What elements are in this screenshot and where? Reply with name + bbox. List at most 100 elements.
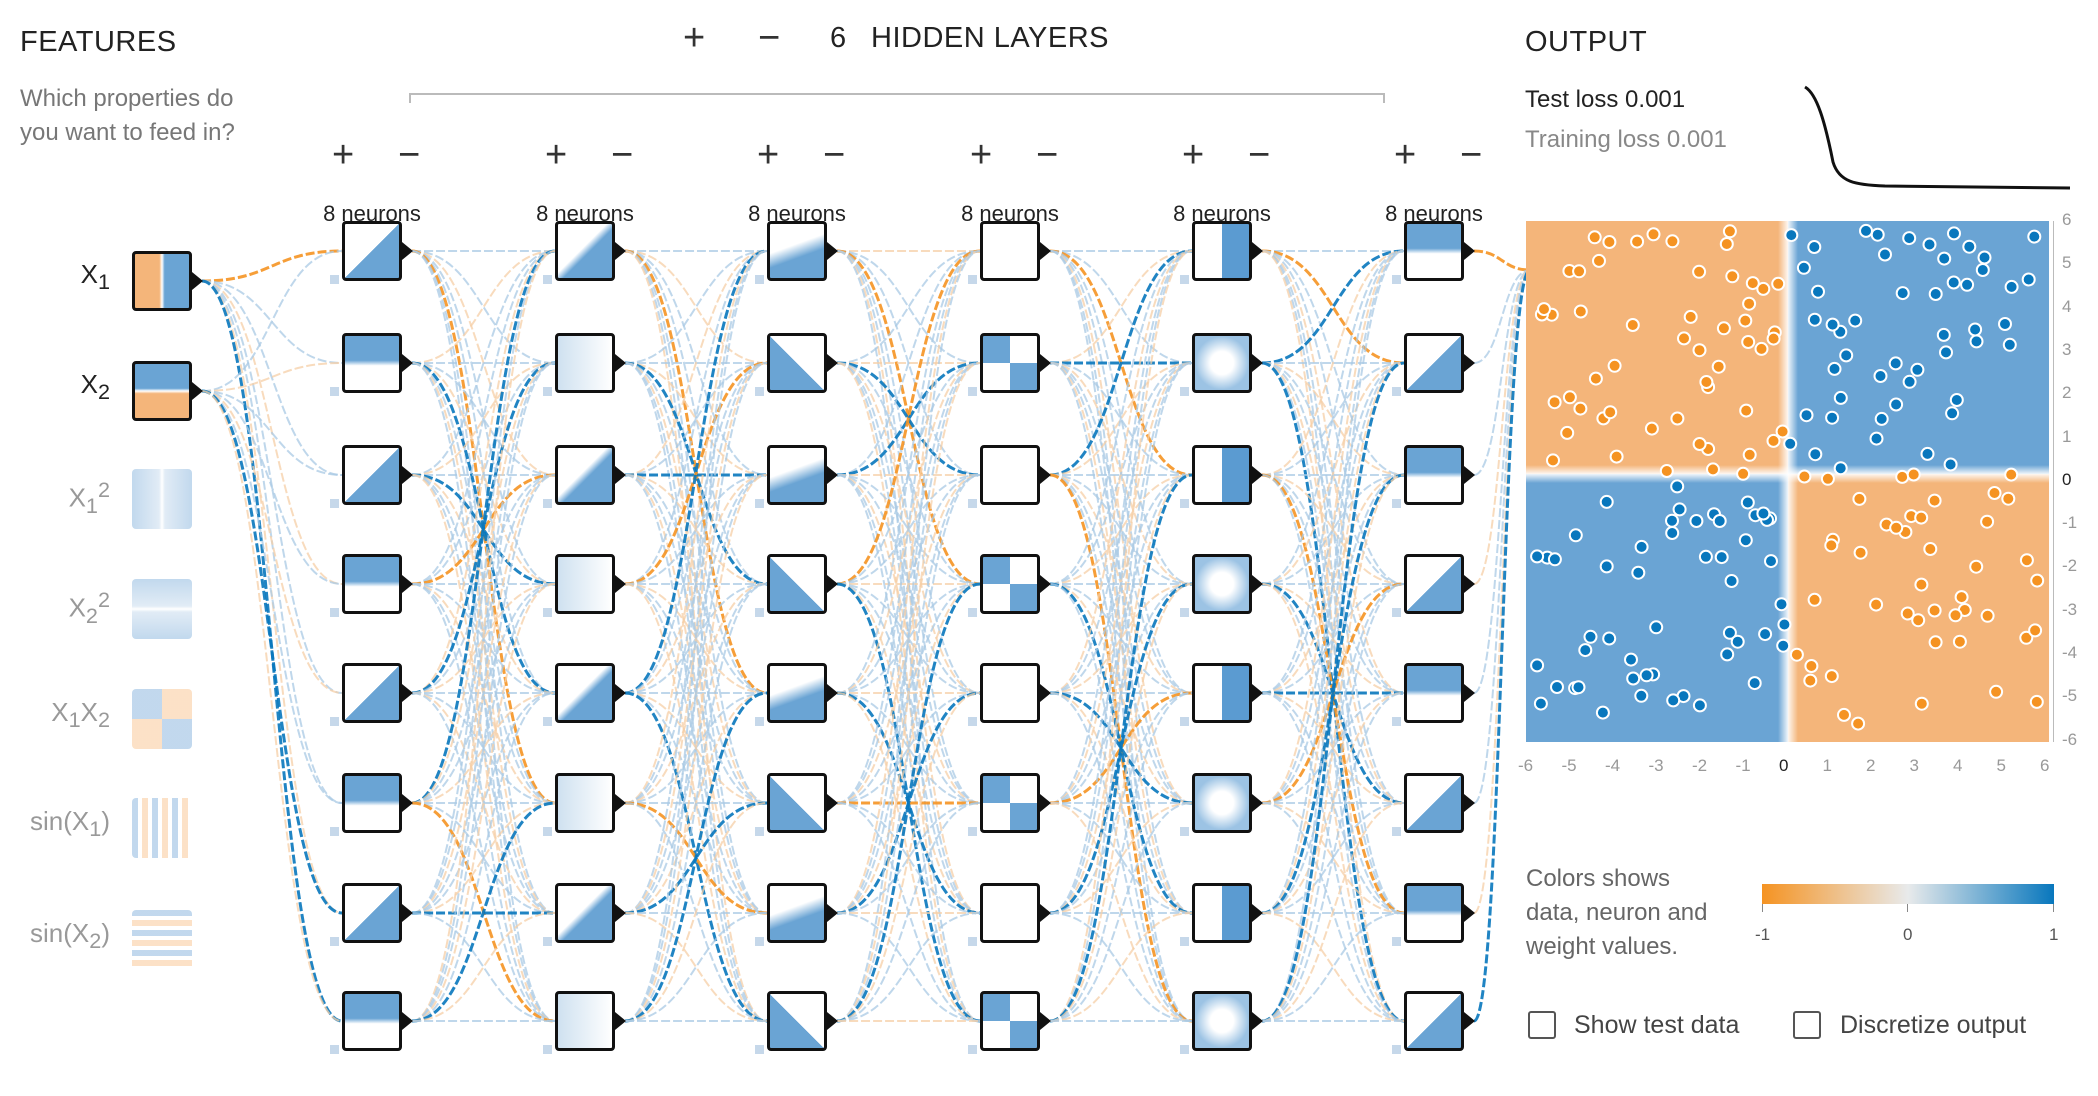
weight-edge[interactable]	[624, 362, 768, 804]
weight-edge[interactable]	[411, 250, 556, 364]
neuron-node[interactable]	[980, 445, 1040, 505]
add-neuron-button[interactable]: +	[757, 134, 780, 176]
neuron-node[interactable]	[1404, 221, 1464, 281]
weight-edge[interactable]	[1261, 802, 1405, 914]
neuron-node[interactable]	[555, 445, 615, 505]
weight-edge[interactable]	[411, 474, 556, 1022]
weight-edge[interactable]	[411, 250, 556, 1022]
weight-edge[interactable]	[1261, 474, 1405, 585]
weight-edge[interactable]	[836, 691, 981, 915]
neuron-node[interactable]	[767, 554, 827, 614]
weight-edge[interactable]	[624, 362, 768, 476]
weight-edge[interactable]	[624, 249, 768, 695]
neuron-node[interactable]	[555, 221, 615, 281]
weight-edge[interactable]	[1261, 250, 1405, 694]
remove-neuron-button[interactable]: −	[398, 134, 421, 176]
weight-edge[interactable]	[624, 250, 768, 364]
add-neuron-button[interactable]: +	[970, 134, 993, 176]
bias-indicator[interactable]	[543, 275, 552, 284]
bias-indicator[interactable]	[330, 1045, 339, 1054]
weight-edge[interactable]	[1261, 583, 1405, 1022]
feature-node[interactable]	[132, 798, 192, 858]
bias-indicator[interactable]	[968, 275, 977, 284]
weight-edge[interactable]	[411, 692, 556, 804]
weight-edge[interactable]	[1261, 362, 1405, 804]
weight-edge[interactable]	[411, 362, 556, 1022]
remove-neuron-button[interactable]: −	[823, 134, 846, 176]
feature-node[interactable]	[132, 361, 192, 421]
weight-edge[interactable]	[201, 280, 343, 914]
weight-edge[interactable]	[1261, 583, 1405, 1022]
weight-edge[interactable]	[1049, 362, 1193, 585]
weight-edge[interactable]	[1049, 802, 1193, 1022]
weight-edge[interactable]	[1049, 912, 1193, 1022]
weight-edge[interactable]	[411, 583, 556, 1022]
weight-edge[interactable]	[836, 250, 981, 476]
neuron-node[interactable]	[1192, 445, 1252, 505]
weight-edge[interactable]	[624, 362, 768, 476]
weight-edge[interactable]	[201, 362, 343, 392]
weight-edge[interactable]	[411, 250, 556, 476]
weight-edge[interactable]	[1261, 250, 1405, 804]
weight-edge[interactable]	[624, 801, 768, 915]
bias-indicator[interactable]	[968, 499, 977, 508]
weight-edge[interactable]	[411, 474, 556, 914]
neuron-node[interactable]	[1192, 663, 1252, 723]
weight-edge[interactable]	[1261, 250, 1405, 1022]
bias-indicator[interactable]	[755, 608, 764, 617]
weight-edge[interactable]	[1261, 583, 1405, 694]
weight-edge[interactable]	[836, 582, 981, 1023]
neuron-node[interactable]	[342, 333, 402, 393]
weight-edge[interactable]	[624, 692, 768, 804]
bias-indicator[interactable]	[968, 717, 977, 726]
bias-indicator[interactable]	[543, 937, 552, 946]
bias-indicator[interactable]	[330, 608, 339, 617]
weight-edge[interactable]	[836, 582, 981, 1023]
weight-edge[interactable]	[201, 280, 343, 694]
weight-edge[interactable]	[1049, 802, 1193, 914]
weight-edge[interactable]	[201, 279, 343, 1023]
weight-edge[interactable]	[1261, 250, 1405, 694]
weight-edge[interactable]	[1473, 269, 1531, 694]
bias-indicator[interactable]	[1392, 499, 1401, 508]
weight-edge[interactable]	[1261, 802, 1405, 914]
neuron-node[interactable]	[767, 773, 827, 833]
weight-edge[interactable]	[624, 250, 768, 364]
weight-edge[interactable]	[836, 474, 981, 585]
weight-edge[interactable]	[624, 250, 768, 914]
weight-edge[interactable]	[1049, 474, 1193, 585]
bias-indicator[interactable]	[755, 499, 764, 508]
weight-edge[interactable]	[624, 250, 768, 585]
weight-edge[interactable]	[411, 583, 556, 694]
weight-edge[interactable]	[624, 250, 768, 1022]
neuron-node[interactable]	[767, 991, 827, 1051]
weight-edge[interactable]	[624, 250, 768, 476]
remove-neuron-button[interactable]: −	[1248, 134, 1271, 176]
neuron-node[interactable]	[767, 333, 827, 393]
weight-edge[interactable]	[1049, 250, 1193, 914]
weight-edge[interactable]	[836, 249, 981, 586]
weight-edge[interactable]	[411, 250, 556, 585]
weight-edge[interactable]	[411, 362, 556, 476]
weight-edge[interactable]	[411, 250, 556, 364]
weight-edge[interactable]	[836, 361, 981, 477]
neuron-node[interactable]	[767, 221, 827, 281]
neuron-node[interactable]	[342, 445, 402, 505]
add-layer-button[interactable]: +	[683, 17, 706, 59]
weight-edge[interactable]	[201, 250, 343, 392]
weight-edge[interactable]	[836, 250, 981, 364]
weight-edge[interactable]	[1261, 692, 1405, 804]
neuron-node[interactable]	[980, 333, 1040, 393]
weight-edge[interactable]	[836, 249, 981, 586]
weight-edge[interactable]	[201, 390, 343, 694]
weight-edge[interactable]	[1049, 250, 1193, 1022]
bias-indicator[interactable]	[543, 499, 552, 508]
weight-edge[interactable]	[1261, 912, 1405, 1022]
bias-indicator[interactable]	[1180, 937, 1189, 946]
weight-edge[interactable]	[624, 583, 768, 694]
weight-edge[interactable]	[201, 390, 343, 1022]
bias-indicator[interactable]	[755, 275, 764, 284]
weight-edge[interactable]	[1261, 250, 1405, 914]
neuron-node[interactable]	[342, 883, 402, 943]
weight-edge[interactable]	[411, 583, 556, 1022]
